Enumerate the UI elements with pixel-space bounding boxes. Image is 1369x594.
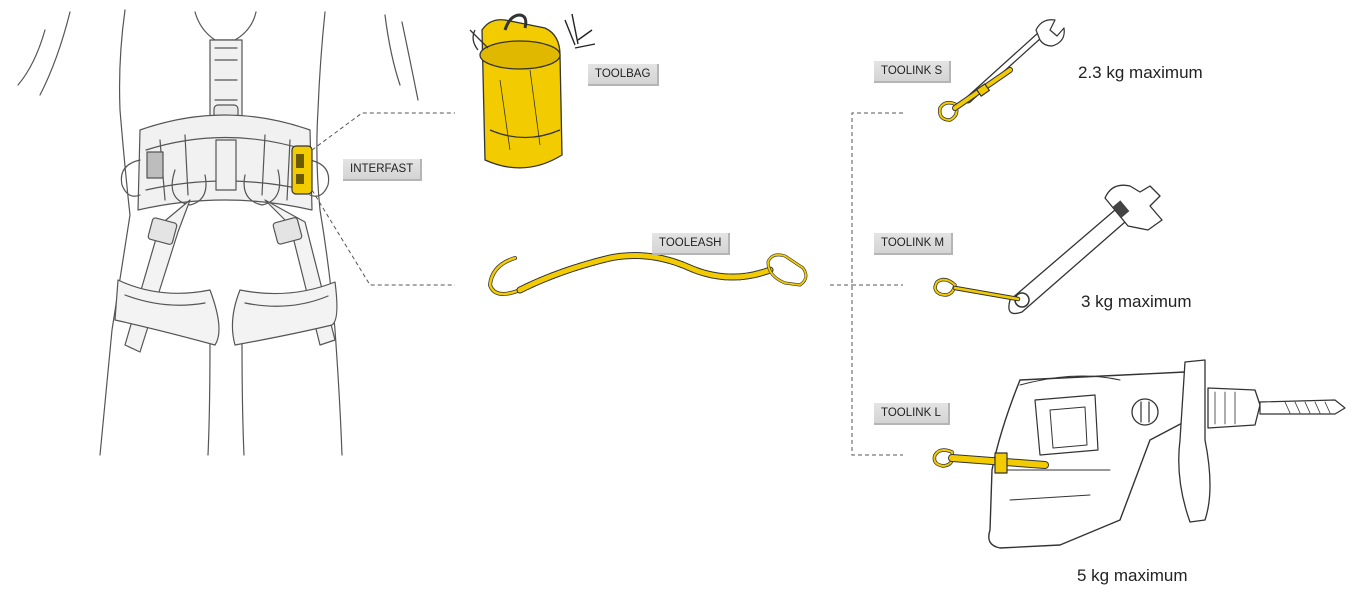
connector-harness-to-toolbag xyxy=(312,113,455,150)
caption-toolink-l-max: 5 kg maximum xyxy=(1077,566,1188,586)
label-toolink-m: TOOLINK M xyxy=(874,233,953,255)
label-toolink-s: TOOLINK S xyxy=(874,61,951,83)
harness-figure xyxy=(18,10,418,455)
label-interfast: INTERFAST xyxy=(343,159,422,181)
toolink-s-illustration xyxy=(940,20,1065,120)
label-toolink-l: TOOLINK L xyxy=(874,403,950,425)
toolink-l-illustration xyxy=(934,360,1345,548)
connector-harness-to-tooleash xyxy=(312,190,455,285)
caption-toolink-s-max: 2.3 kg maximum xyxy=(1078,63,1203,83)
toolbag-illustration xyxy=(470,14,595,168)
caption-toolink-m-max: 3 kg maximum xyxy=(1081,292,1192,312)
label-tooleash: TOOLEASH xyxy=(652,233,730,255)
label-toolbag: TOOLBAG xyxy=(588,64,659,86)
interfast-connector xyxy=(292,146,312,194)
tooleash-illustration xyxy=(490,255,806,294)
